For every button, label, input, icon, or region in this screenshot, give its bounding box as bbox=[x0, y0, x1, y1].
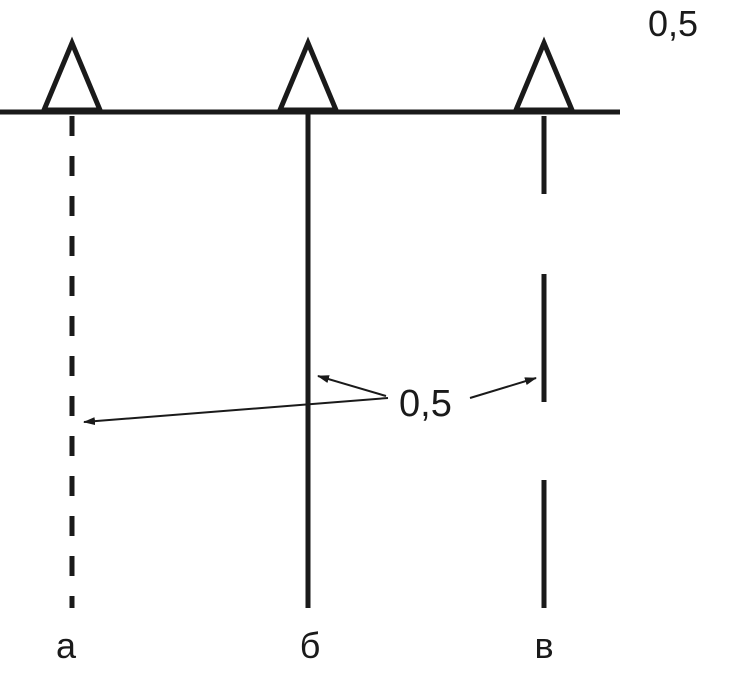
line-label-c: в bbox=[534, 625, 553, 666]
callout-arrow-to-a bbox=[83, 397, 389, 426]
callout-value-label: 0,5 bbox=[399, 383, 452, 425]
triangle-marker-c bbox=[512, 36, 576, 113]
line-label-a: а bbox=[56, 625, 77, 666]
triangle-marker-b bbox=[276, 36, 340, 113]
triangle-marker-a bbox=[40, 36, 104, 113]
corner-value-label: 0,5 bbox=[648, 3, 698, 44]
callout-arrow-to-b bbox=[317, 375, 387, 397]
callout-arrow-to-c bbox=[469, 377, 537, 399]
line-label-b: б bbox=[300, 625, 321, 666]
